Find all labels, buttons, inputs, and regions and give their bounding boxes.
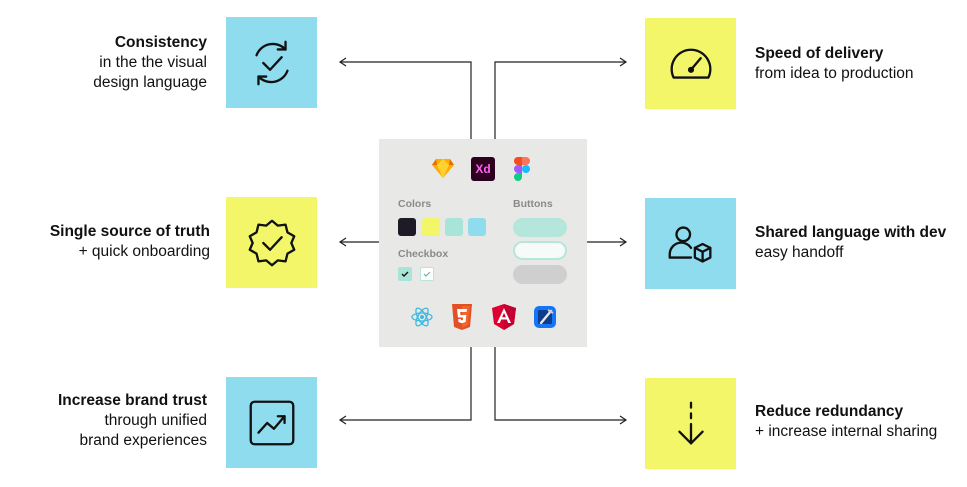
consistency-line1: in the the visual — [99, 54, 207, 71]
shared-language-tile — [645, 198, 736, 289]
brand-trust-tile — [226, 377, 317, 468]
speed-title: Speed of delivery — [755, 45, 884, 62]
speed-tile — [645, 18, 736, 109]
brand-trust-label: Increase brand trust through unified bra… — [58, 391, 207, 451]
button-sample-filled — [513, 218, 567, 237]
connector-speed — [494, 61, 626, 139]
speed-line1: from idea to production — [755, 65, 914, 82]
button-sample-disabled — [513, 265, 567, 284]
sketch-logo-icon — [432, 159, 454, 178]
redundancy-line1: + increase internal sharing — [755, 423, 938, 440]
consistency-title: Consistency — [114, 34, 207, 51]
angular-logo-icon — [492, 304, 516, 330]
html5-logo-icon — [452, 304, 472, 330]
verified-badge-icon — [248, 219, 295, 266]
xcode-logo-icon — [534, 306, 556, 328]
brand-trust-line1: through unified — [104, 412, 207, 429]
adobe-xd-logo-text: Xd — [475, 162, 491, 176]
brand-trust-title: Increase brand trust — [57, 392, 207, 409]
consistency-line2: design language — [93, 74, 207, 91]
checkbox-outline — [420, 267, 434, 281]
adobe-xd-logo-icon: Xd — [471, 157, 495, 181]
single-source-label: Single source of truth + quick onboardin… — [50, 222, 210, 262]
button-sample-outline — [513, 241, 567, 260]
color-swatch-cyan — [468, 218, 486, 236]
color-swatch-mint — [445, 218, 463, 236]
color-swatch-dark — [398, 218, 416, 236]
checkbox-label: Checkbox — [398, 248, 449, 260]
check-icon — [423, 271, 431, 277]
buttons-label: Buttons — [513, 198, 553, 210]
single-source-tile — [226, 197, 317, 288]
user-cube-icon — [668, 225, 711, 263]
consistency-label: Consistency in the the visual design lan… — [93, 33, 207, 93]
single-source-line1: + quick onboarding — [78, 243, 210, 260]
connector-brand-trust — [340, 347, 472, 421]
redundancy-label: Reduce redundancy + increase internal sh… — [755, 402, 937, 442]
arrow-down-icon — [677, 401, 704, 444]
speed-label: Speed of delivery from idea to productio… — [755, 44, 914, 84]
checkbox-checked — [398, 267, 412, 281]
figma-logo-icon — [514, 157, 530, 181]
redundancy-tile — [645, 378, 736, 469]
colors-label: Colors — [398, 198, 432, 210]
sync-check-icon — [254, 40, 289, 85]
speedometer-icon — [670, 48, 711, 79]
color-swatch-yellow — [422, 218, 440, 236]
check-icon — [401, 271, 409, 277]
shared-language-title: Shared language with dev — [755, 224, 947, 241]
consistency-tile — [226, 17, 317, 108]
brand-trust-line2: brand experiences — [79, 432, 207, 449]
shared-language-label: Shared language with dev easy handoff — [755, 223, 946, 263]
shared-language-line1: easy handoff — [755, 244, 844, 261]
trending-up-chart-icon — [249, 400, 294, 445]
single-source-title: Single source of truth — [49, 223, 210, 240]
connector-redundancy — [494, 347, 626, 421]
redundancy-title: Reduce redundancy — [755, 403, 904, 420]
connector-consistency — [340, 61, 472, 139]
react-logo-icon — [411, 307, 433, 327]
